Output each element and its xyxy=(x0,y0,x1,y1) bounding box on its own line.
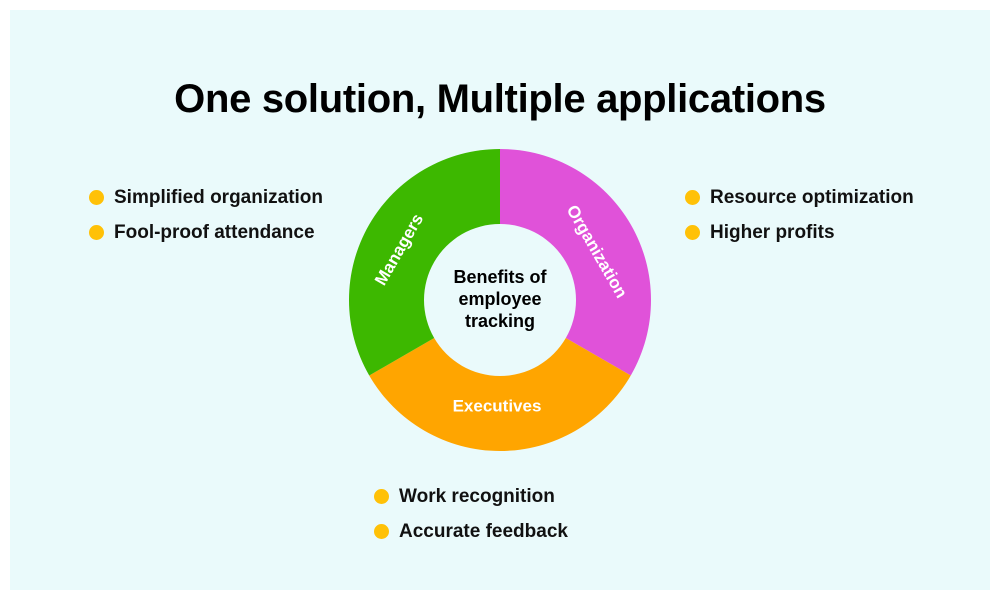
list-item-label: Simplified organization xyxy=(114,186,324,208)
list-item: Fool-proof attendance xyxy=(89,215,323,250)
bullet-dot-icon xyxy=(89,190,104,205)
segment-organization xyxy=(500,149,651,376)
center-caption-line: Benefits of xyxy=(453,267,547,287)
list-item: Accurate feedback xyxy=(374,514,568,549)
segment-label-executives: Executives xyxy=(453,396,542,415)
list-item-label: Resource optimization xyxy=(710,186,914,208)
center-caption: Benefits of employee tracking xyxy=(430,266,570,332)
managers-benefits-list: Simplified organization Fool-proof atten… xyxy=(89,180,323,250)
segment-executives xyxy=(369,338,631,451)
bullet-dot-icon xyxy=(685,190,700,205)
bullet-dot-icon xyxy=(685,225,700,240)
organization-benefits-list: Resource optimization Higher profits xyxy=(685,180,914,250)
list-item: Resource optimization xyxy=(685,180,914,215)
list-item-label: Higher profits xyxy=(710,221,835,243)
list-item: Higher profits xyxy=(685,215,914,250)
bullet-dot-icon xyxy=(374,489,389,504)
bullet-dot-icon xyxy=(89,225,104,240)
segment-managers xyxy=(349,149,500,376)
list-item-label: Fool-proof attendance xyxy=(114,221,315,243)
background-panel xyxy=(10,10,990,590)
bullet-dot-icon xyxy=(374,524,389,539)
executives-benefits-list: Work recognition Accurate feedback xyxy=(374,479,568,549)
center-caption-line: employee xyxy=(458,289,542,309)
center-caption-line: tracking xyxy=(464,311,536,331)
list-item-label: Work recognition xyxy=(399,485,555,507)
page-title: One solution, Multiple applications xyxy=(174,76,826,121)
list-item: Work recognition xyxy=(374,479,568,514)
list-item-label: Accurate feedback xyxy=(399,520,568,542)
list-item: Simplified organization xyxy=(89,180,323,215)
